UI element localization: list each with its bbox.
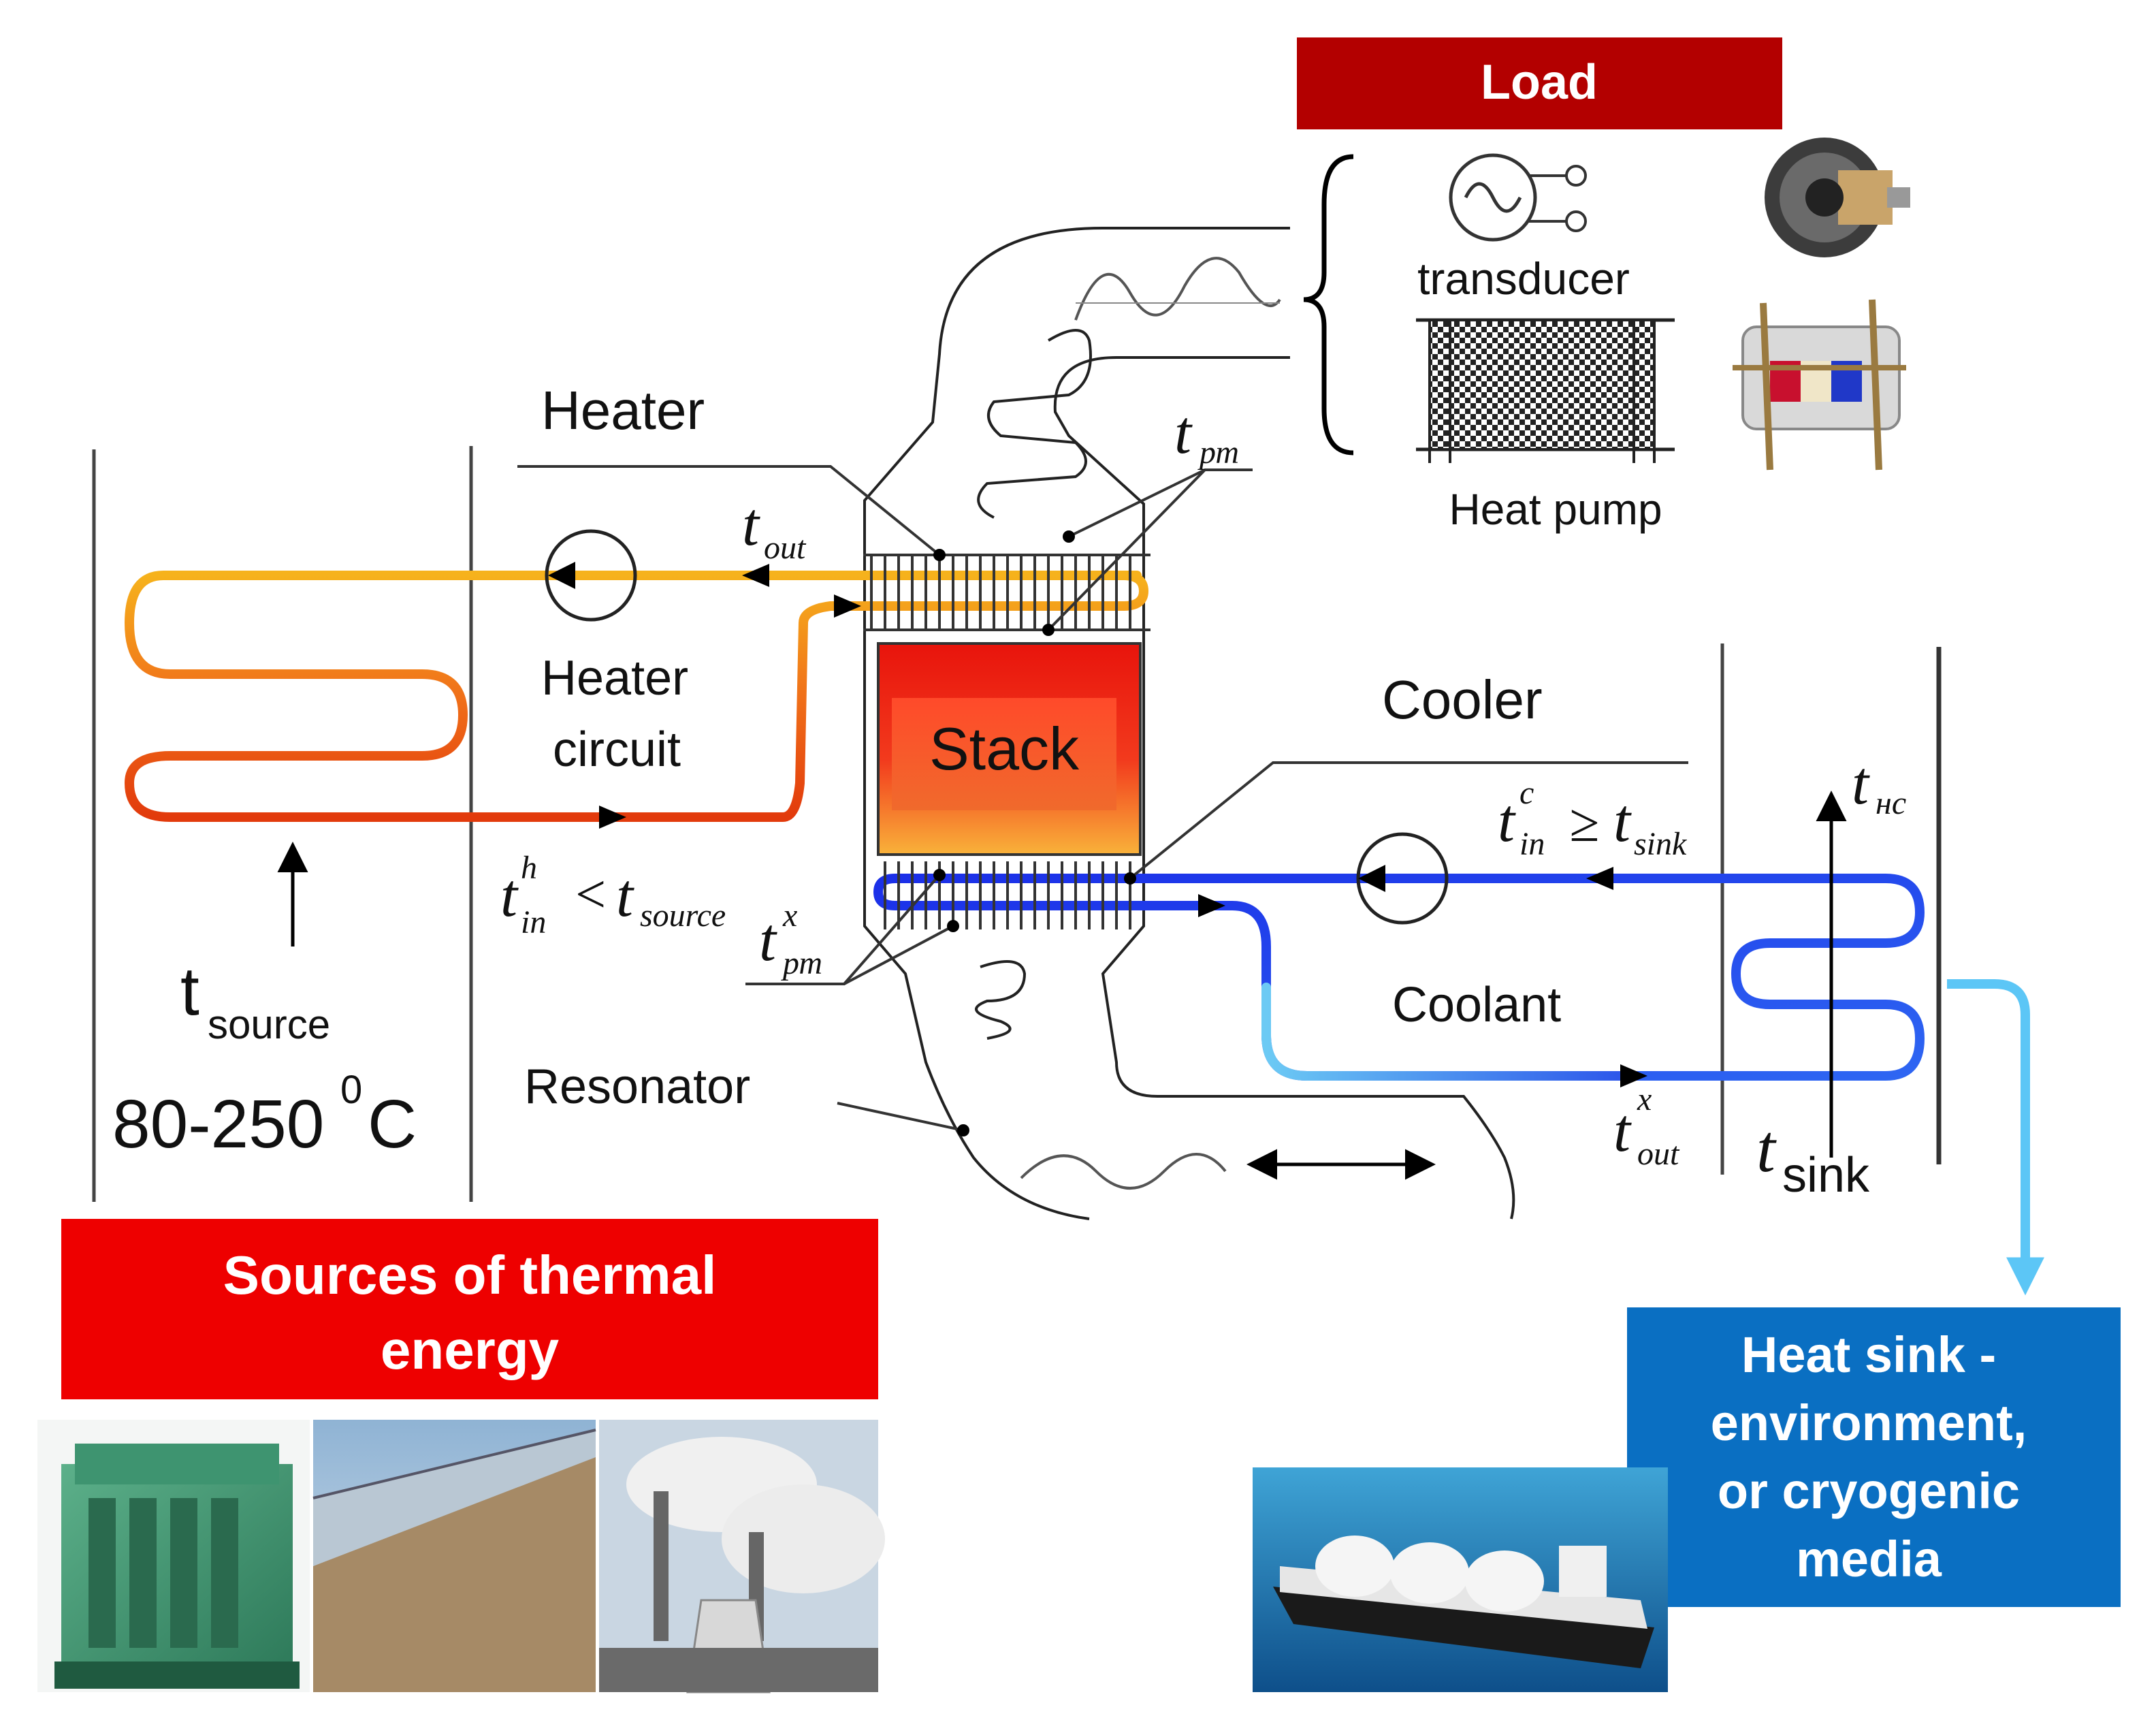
lng-ship-photo — [1253, 1467, 1668, 1692]
svg-text:t: t — [1613, 1097, 1632, 1164]
sources-box: Sources of thermal energy — [61, 1219, 878, 1399]
t-out-hot-label: t out — [742, 491, 807, 566]
svg-text:c: c — [1519, 775, 1534, 811]
svg-text:t: t — [1613, 787, 1632, 855]
heater-pump-icon — [545, 529, 637, 622]
heater-fins — [863, 554, 1151, 631]
heat-sink-box: Heat sink - environment, or cryogenic me… — [1627, 1307, 2121, 1607]
leader-dots — [933, 530, 1136, 1136]
sink-label-1: Heat sink - — [1741, 1326, 1996, 1383]
t-pt-hot-label: t рт — [1174, 399, 1239, 471]
load-brace — [1303, 154, 1354, 456]
svg-text:t: t — [1498, 787, 1516, 855]
svg-text:0: 0 — [340, 1068, 362, 1112]
t-pt-cold-label: t x рт — [759, 897, 822, 981]
svg-text:t: t — [1756, 1111, 1777, 1186]
coolant-label: Coolant — [1392, 978, 1561, 1032]
svg-text:out: out — [764, 530, 807, 566]
svg-text:рт: рт — [1197, 434, 1239, 471]
flow-arrow — [1198, 894, 1225, 917]
svg-text:h: h — [521, 850, 537, 886]
t-in-hot-condition: t h in < t source — [500, 850, 726, 940]
sources-label-1: Sources of thermal — [223, 1245, 717, 1305]
svg-text:t: t — [616, 862, 634, 929]
cold-circuit-pipe — [873, 874, 1925, 1081]
svg-text:рт: рт — [781, 945, 822, 981]
flow-arrow — [1586, 867, 1613, 890]
resonator-outline — [863, 227, 1515, 1220]
heater-circuit-label-2: circuit — [553, 722, 681, 777]
svg-text:t: t — [1174, 399, 1193, 466]
load-label: Load — [1481, 55, 1598, 110]
acoustic-wave-top — [1074, 257, 1281, 321]
t-sink-label: t sink — [1756, 1111, 1870, 1203]
flow-arrow — [1620, 1064, 1647, 1087]
cooler-fins — [884, 861, 1131, 929]
t-source-label: t source — [180, 953, 330, 1047]
thermoacoustic-device-icon — [1733, 299, 1906, 471]
stack-label: Stack — [929, 715, 1080, 782]
svg-text:<: < — [572, 865, 609, 925]
generator-icon — [1765, 138, 1910, 257]
cooler-label: Cooler — [1382, 669, 1543, 730]
heater-label: Heater — [541, 380, 705, 441]
sink-label-4: media — [1796, 1531, 1942, 1587]
svg-text:t: t — [500, 862, 519, 929]
svg-text:≥: ≥ — [1569, 793, 1599, 853]
svg-text:source: source — [208, 1002, 330, 1047]
sink-flow-arrow — [1947, 979, 2044, 1296]
resonator-label: Resonator — [524, 1060, 750, 1114]
svg-text:x: x — [1637, 1081, 1652, 1117]
load-box: Load — [1297, 37, 1782, 129]
sources-label-2: energy — [381, 1320, 560, 1380]
t-out-cold-label: t x out — [1613, 1081, 1680, 1172]
flow-arrow — [599, 806, 626, 829]
svg-text:sink: sink — [1634, 826, 1688, 862]
stack-block: Stack — [877, 642, 1142, 856]
svg-text:80-250: 80-250 — [112, 1086, 324, 1162]
engine-icon — [37, 1420, 310, 1692]
hot-circuit-pipe — [124, 571, 1149, 822]
svg-text:source: source — [640, 897, 726, 934]
sink-label-3: or cryogenic — [1718, 1463, 2020, 1519]
transducer-label: transducer — [1417, 253, 1630, 304]
svg-text:t: t — [759, 906, 777, 974]
temperature-range-label: 80-250 0 C — [112, 1068, 417, 1162]
solar-field-photo — [312, 1420, 596, 1692]
t-in-cold-condition: t c in ≥ t sink — [1498, 775, 1688, 862]
alternator-icon — [1449, 153, 1587, 242]
svg-text:in: in — [1519, 826, 1545, 862]
svg-text:out: out — [1637, 1136, 1680, 1172]
svg-text:in: in — [521, 904, 546, 940]
heat-pump-label: Heat pump — [1449, 485, 1662, 534]
cooler-pump-icon — [1356, 832, 1449, 925]
sink-label-2: environment, — [1711, 1395, 2027, 1451]
heat-pump-mesh-icon — [1416, 318, 1675, 463]
t-hc-label: t нс — [1852, 750, 1906, 821]
svg-text:C: C — [368, 1086, 417, 1162]
svg-text:нс: нс — [1876, 785, 1906, 821]
svg-text:t: t — [1852, 750, 1870, 817]
svg-text:t: t — [742, 491, 760, 558]
power-plant-photo — [599, 1420, 885, 1693]
svg-text:x: x — [782, 897, 797, 934]
leader-lines — [517, 465, 1688, 1132]
svg-text:t: t — [180, 953, 199, 1030]
flow-arrow — [742, 564, 769, 587]
heater-circuit-label: Heater — [541, 651, 688, 705]
acoustic-wave-bottom — [1020, 1153, 1227, 1190]
flow-arrow — [834, 594, 861, 618]
svg-text:sink: sink — [1782, 1148, 1870, 1203]
